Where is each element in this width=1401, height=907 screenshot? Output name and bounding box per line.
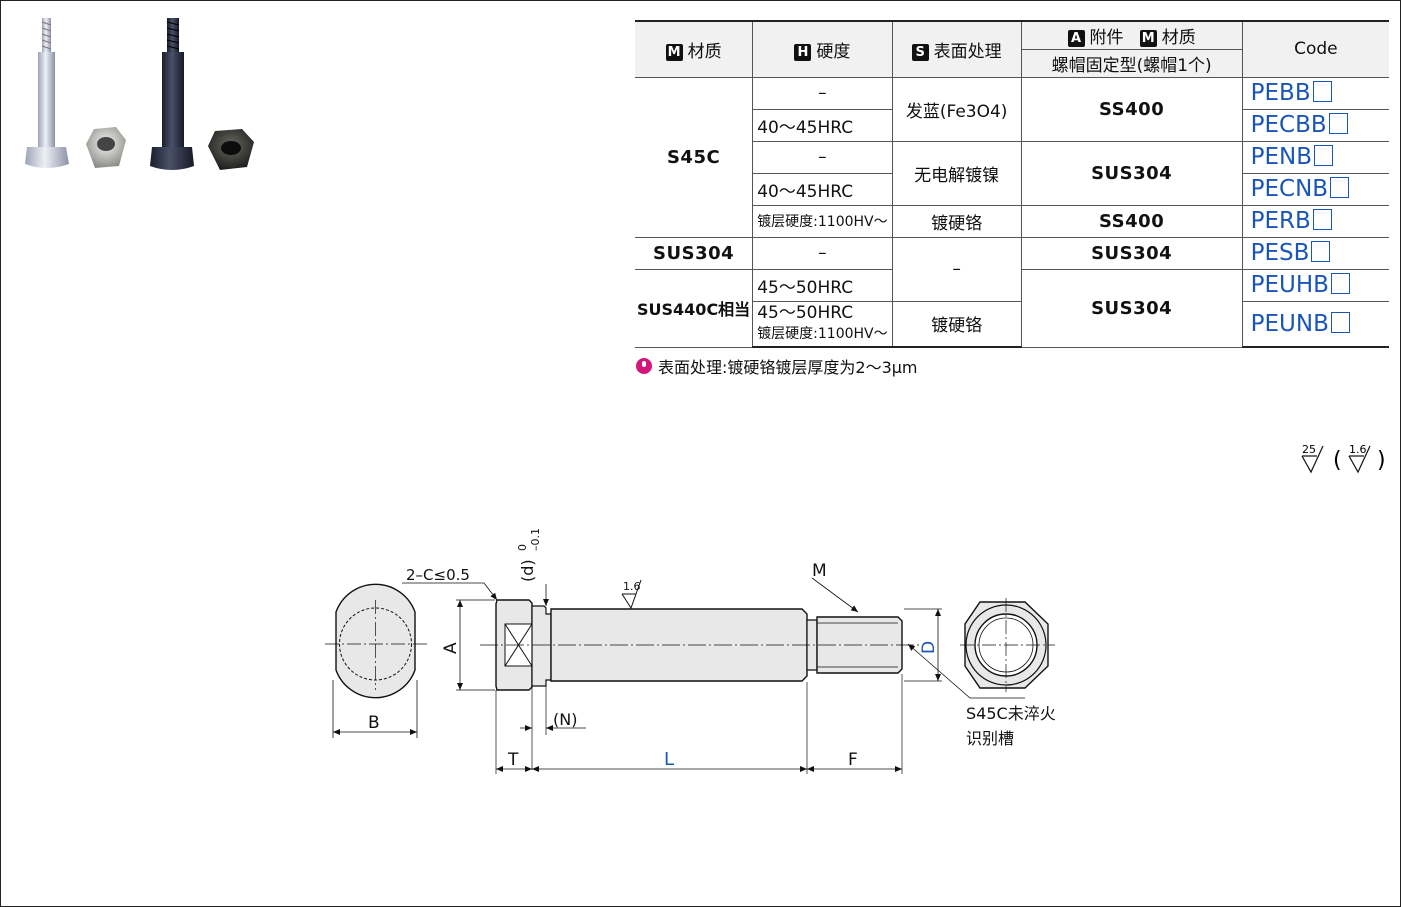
thread-label: M bbox=[812, 561, 827, 581]
code-suffix-box-icon bbox=[1330, 311, 1350, 333]
material-badge-icon: M bbox=[665, 43, 683, 61]
roughness-main-value: 25 bbox=[1302, 443, 1316, 456]
cell-hardness: – bbox=[752, 236, 893, 270]
svg-text:): ) bbox=[1377, 448, 1386, 473]
black-shoulder-bolt-image bbox=[150, 18, 194, 170]
technical-drawing: 2–C≤0.5 (d) 0 –0.1 1.6 M A D B (N) T L F… bbox=[325, 528, 1056, 774]
code-pebb[interactable]: PEBB bbox=[1241, 76, 1390, 110]
chamfer-label: 2–C≤0.5 bbox=[406, 566, 470, 584]
shoulder-diameter-label: D bbox=[919, 641, 939, 654]
cell-material-sus440c: SUS440C相当 bbox=[635, 268, 754, 348]
hardness-badge-icon: H bbox=[794, 43, 812, 61]
info-pin-icon bbox=[636, 358, 652, 374]
d-tolerance-upper: 0 bbox=[516, 544, 529, 551]
cell-nut-material: SUS304 bbox=[1020, 140, 1243, 206]
head-end-view bbox=[325, 583, 428, 699]
header-accessory-sub: 螺帽固定型(螺帽1个) bbox=[1021, 48, 1243, 78]
thread-end-view bbox=[960, 598, 1055, 692]
head-diameter-label: B bbox=[368, 713, 380, 733]
cell-nut-material: SUS304 bbox=[1020, 268, 1243, 348]
code-pesb[interactable]: PESB bbox=[1241, 236, 1390, 270]
code-pecnb[interactable]: PECNB bbox=[1241, 172, 1390, 206]
black-nut-image bbox=[208, 129, 254, 170]
t-label: T bbox=[507, 750, 519, 770]
accessory-material-badge-icon: M bbox=[1139, 29, 1157, 47]
head-width-label: A bbox=[441, 642, 461, 654]
roughness-symbol: 25 ( 1.6 ) bbox=[1301, 443, 1386, 474]
groove-label-line1: S45C未淬火 bbox=[966, 704, 1056, 723]
code-peuhb[interactable]: PEUHB bbox=[1241, 268, 1390, 302]
code-suffix-box-icon bbox=[1330, 273, 1350, 294]
svg-text:(: ( bbox=[1333, 448, 1342, 473]
header-code: Code bbox=[1241, 20, 1390, 78]
cell-material-sus304: SUS304 bbox=[635, 236, 754, 270]
bolt-side-view bbox=[480, 599, 920, 691]
f-label: F bbox=[848, 750, 858, 770]
code-suffix-box-icon bbox=[1330, 177, 1350, 198]
code-suffix-box-icon bbox=[1312, 209, 1332, 230]
code-suffix-box-icon bbox=[1312, 81, 1332, 102]
silver-shoulder-bolt-image bbox=[25, 18, 69, 168]
l-label: L bbox=[664, 749, 674, 770]
product-photo bbox=[25, 18, 254, 170]
cell-surface: 发蓝(Fe3O4) bbox=[891, 76, 1022, 142]
code-peunb[interactable]: PEUNB bbox=[1241, 300, 1390, 348]
roughness-paren-value: 1.6 bbox=[1349, 443, 1367, 456]
cell-nut-material: SS400 bbox=[1020, 204, 1243, 238]
accessory-badge-icon: A bbox=[1067, 29, 1085, 47]
d-tolerance-lower: –0.1 bbox=[529, 528, 542, 551]
silver-nut-image bbox=[86, 127, 126, 168]
code-suffix-box-icon bbox=[1311, 241, 1331, 262]
code-suffix-box-icon bbox=[1314, 145, 1334, 166]
cell-surface: 无电解镀镍 bbox=[891, 140, 1022, 206]
groove-label-line2: 识别槽 bbox=[966, 729, 1014, 748]
cell-hardness: 镀层硬度:1100HV～ bbox=[752, 204, 893, 238]
surface-badge-icon: S bbox=[911, 43, 929, 61]
cell-nut-material: SUS304 bbox=[1020, 236, 1243, 270]
cell-surface: – bbox=[891, 236, 1022, 302]
cell-surface: 镀硬铬 bbox=[891, 204, 1022, 238]
cell-surface: 镀硬铬 bbox=[891, 300, 1022, 348]
code-penb[interactable]: PENB bbox=[1241, 140, 1390, 174]
n-label: (N) bbox=[553, 710, 577, 729]
cell-hardness: – bbox=[752, 76, 893, 110]
code-suffix-box-icon bbox=[1328, 113, 1348, 134]
cell-hardness: 40～45HRC bbox=[752, 172, 893, 206]
code-perb[interactable]: PERB bbox=[1241, 204, 1390, 238]
cell-material-s45c: S45C bbox=[635, 76, 754, 238]
d-label: (d) bbox=[518, 559, 537, 582]
shaft-roughness-label: 1.6 bbox=[623, 580, 641, 593]
surface-note: 表面处理:镀硬铬镀层厚度为2～3μm bbox=[636, 354, 918, 378]
cell-hardness: 40～45HRC bbox=[752, 108, 893, 142]
cell-nut-material: SS400 bbox=[1020, 76, 1243, 142]
code-pecbb[interactable]: PECBB bbox=[1241, 108, 1390, 142]
cell-hardness: – bbox=[752, 140, 893, 174]
cell-hardness: 45～50HRC bbox=[752, 268, 893, 302]
